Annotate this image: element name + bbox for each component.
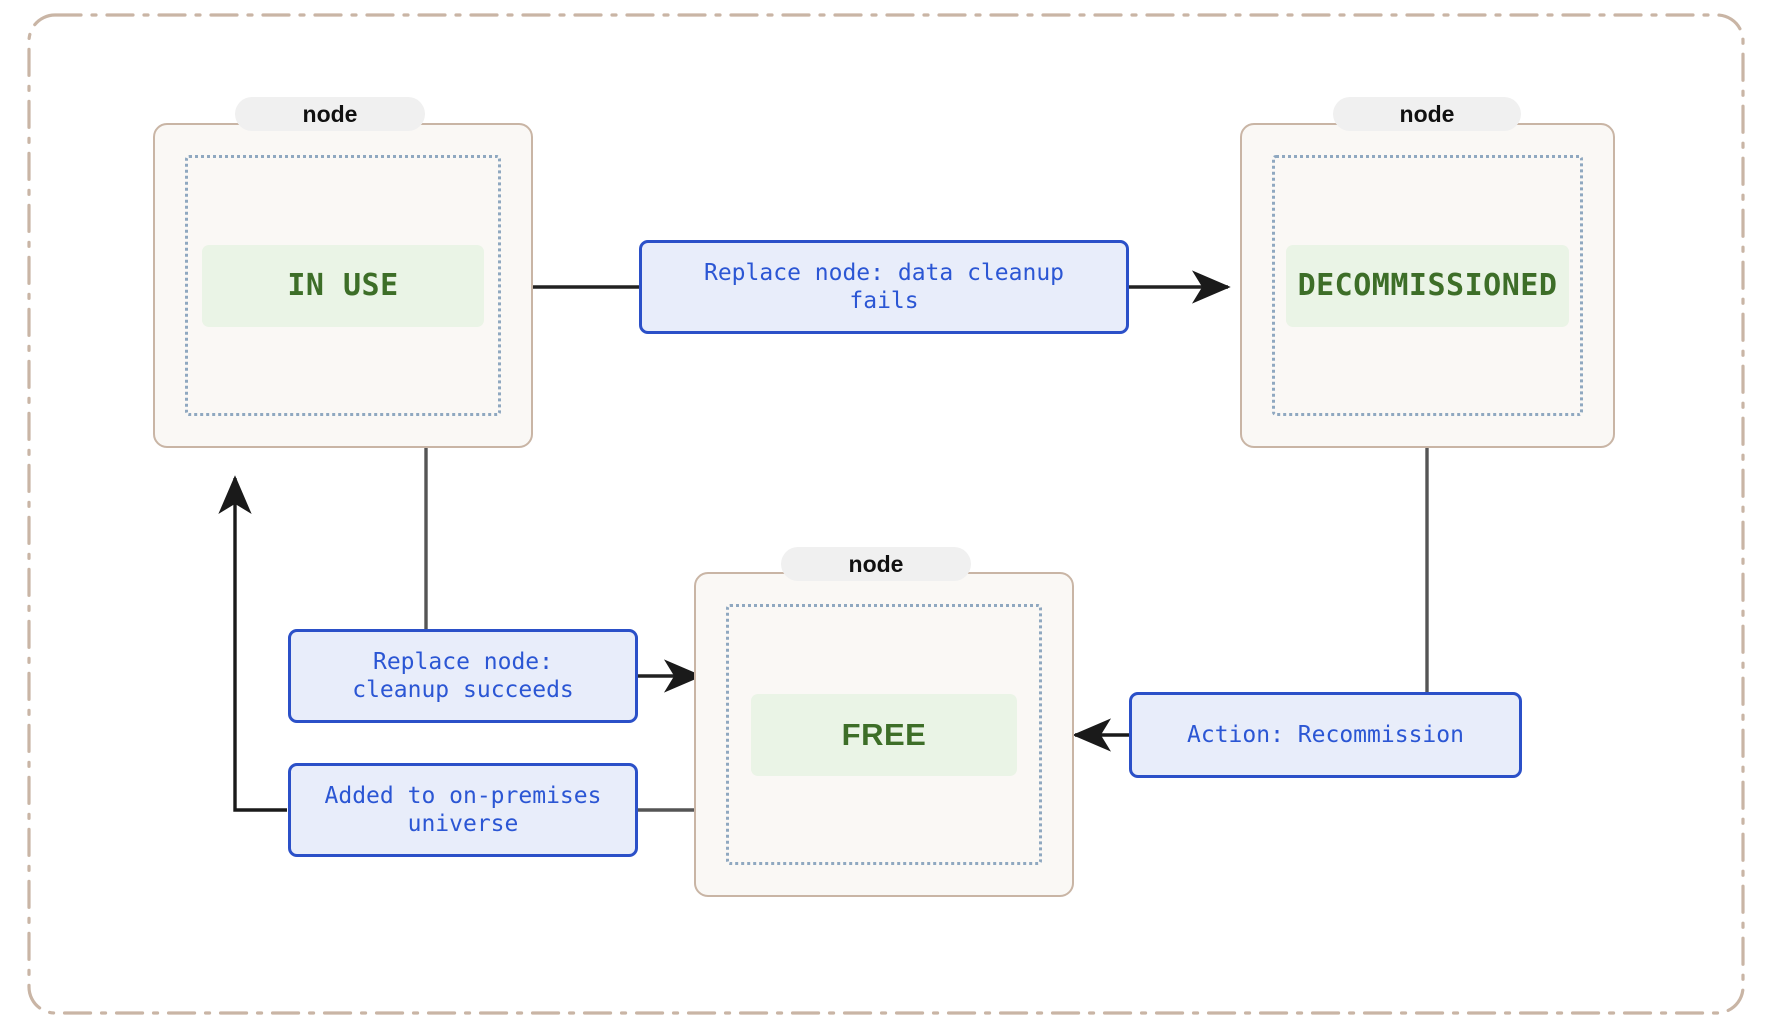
edge-label-replace-node-cleanup-succeeds[interactable]: Replace node: cleanup succeeds	[288, 629, 638, 723]
node-decommissioned-inner-border: DECOMMISSIONED	[1272, 155, 1583, 416]
node-in-use[interactable]: IN USE	[153, 123, 533, 448]
node-free-inner-border: FREE	[726, 604, 1042, 865]
state-chip-decommissioned[interactable]: DECOMMISSIONED	[1286, 244, 1569, 327]
node-in-use-inner-border: IN USE	[185, 155, 501, 416]
state-chip-free[interactable]: FREE	[751, 693, 1017, 776]
state-chip-in-use[interactable]: IN USE	[202, 244, 484, 327]
edge-label-replace-node-cleanup-fails[interactable]: Replace node: data cleanup fails	[639, 240, 1129, 334]
node-badge-in-use: node	[235, 97, 425, 131]
node-badge-decommissioned: node	[1333, 97, 1521, 131]
edge-label-action-recommission[interactable]: Action: Recommission	[1129, 692, 1522, 778]
node-badge-free: node	[781, 547, 971, 581]
edge-label-added-to-on-premises-universe[interactable]: Added to on-premises universe	[288, 763, 638, 857]
node-decommissioned[interactable]: DECOMMISSIONED	[1240, 123, 1615, 448]
node-free[interactable]: FREE	[694, 572, 1074, 897]
connector-label-3-to-in-use	[218, 475, 287, 812]
